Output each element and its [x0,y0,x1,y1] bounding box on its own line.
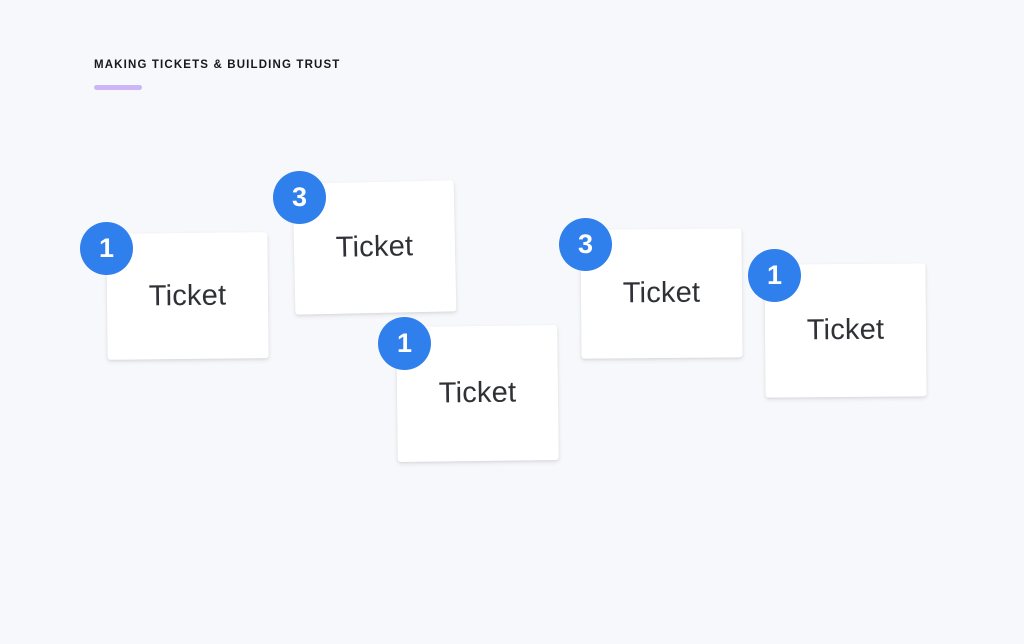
ticket-number-badge[interactable]: 1 [378,317,431,370]
page-title: MAKING TICKETS & BUILDING TRUST [94,59,341,71]
ticket-number-badge[interactable]: 3 [273,171,326,224]
ticket-card-label: Ticket [335,230,414,264]
title-underline-rule [94,85,142,90]
ticket-card-label: Ticket [622,276,701,310]
ticket-number-badge[interactable]: 3 [559,218,612,271]
ticket-card-label: Ticket [806,313,885,347]
ticket-number-badge[interactable]: 1 [748,249,801,302]
ticket-card-label: Ticket [148,279,227,312]
ticket-card-label: Ticket [438,376,517,410]
heading-block: MAKING TICKETS & BUILDING TRUST [94,58,340,90]
ticket-number-badge[interactable]: 1 [80,222,133,275]
